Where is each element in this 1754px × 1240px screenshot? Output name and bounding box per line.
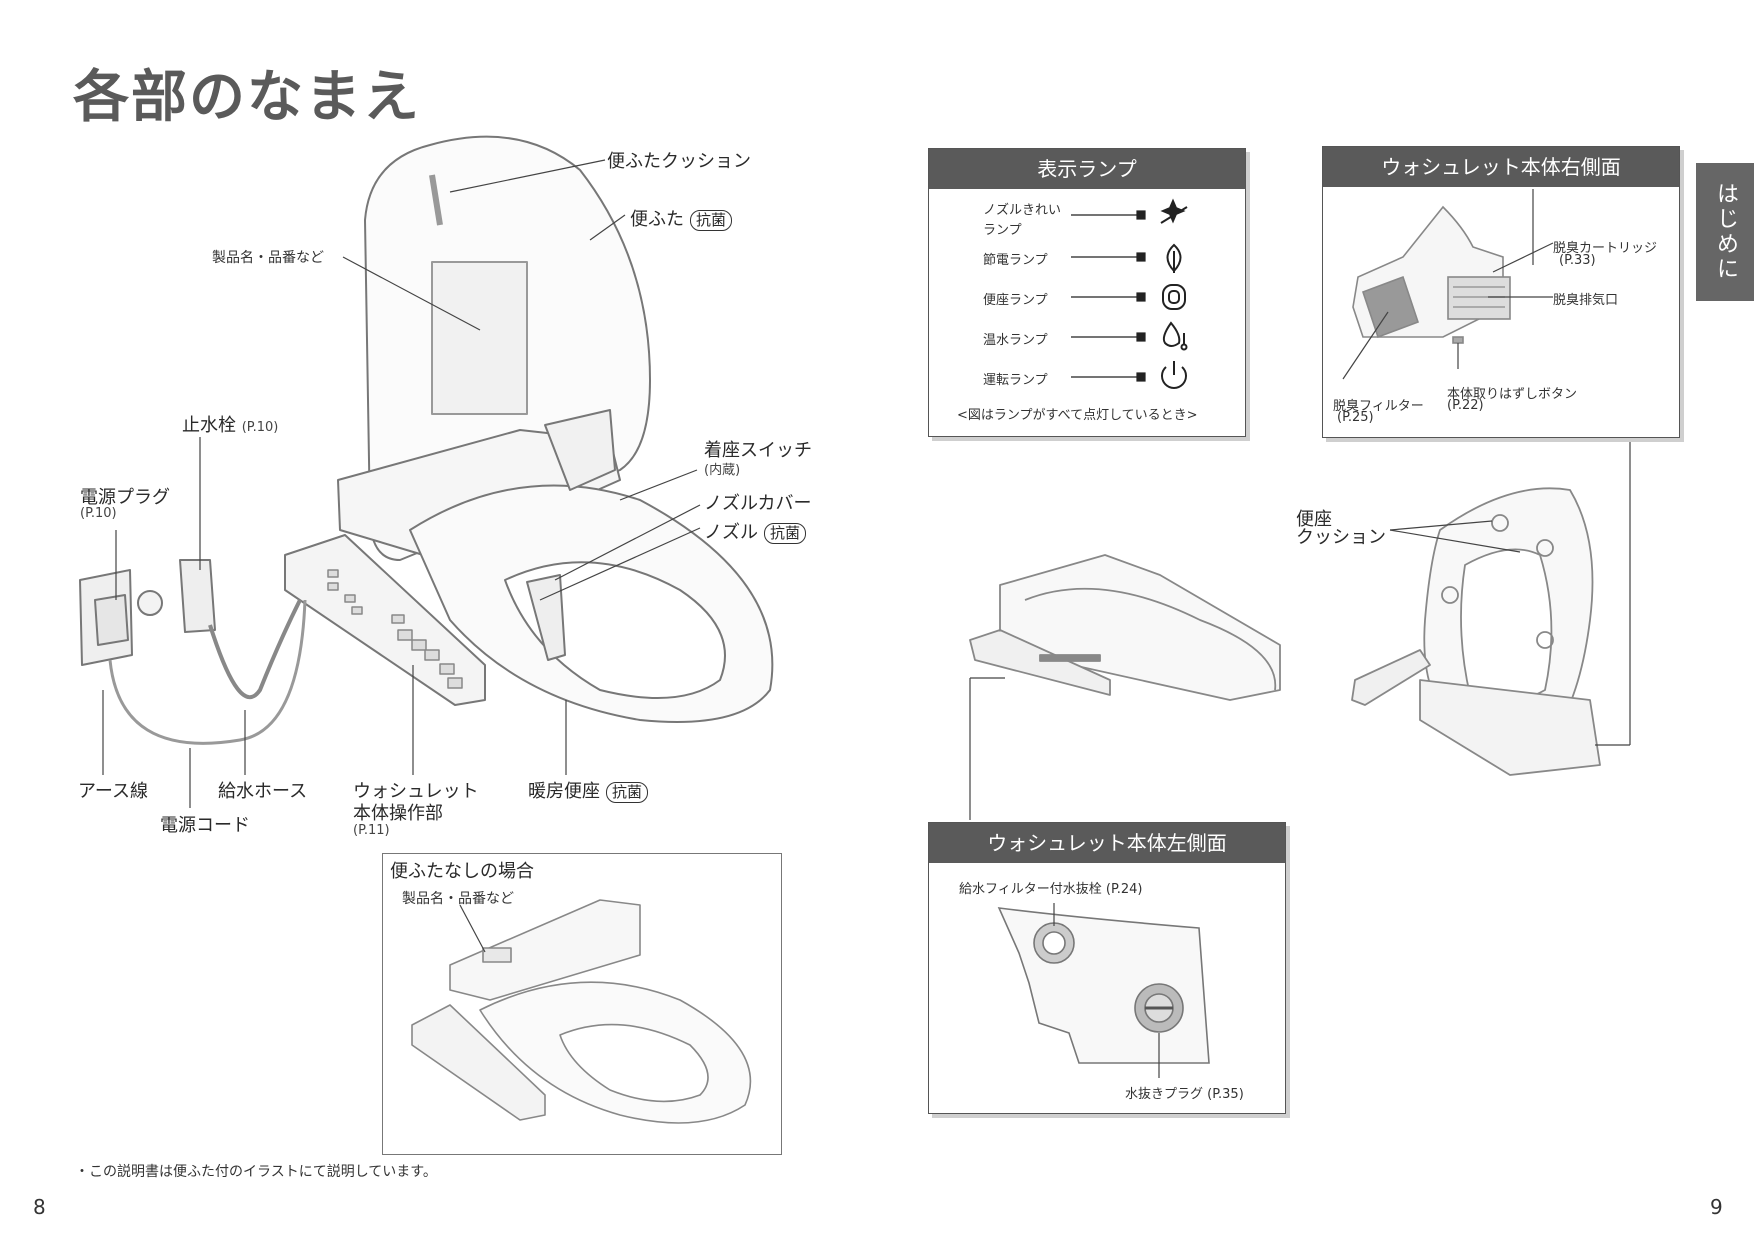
lamp-label-power-save: 節電ランプ xyxy=(983,253,1048,268)
label-seat-switch: 着座スイッチ xyxy=(704,440,812,461)
label-product-name: 製品名・品番など xyxy=(212,250,324,266)
antibacterial-badge: 抗菌 xyxy=(764,523,807,544)
power-icon xyxy=(1161,361,1187,389)
no-lid-product-name: 製品名・品番など xyxy=(402,891,514,907)
sparkle-nozzle-icon xyxy=(1160,198,1188,224)
page-title: 各部のなまえ xyxy=(73,65,421,130)
water-drop-thermometer-icon xyxy=(1162,321,1188,351)
antibacterial-badge: 抗菌 xyxy=(690,210,733,231)
label-lid: 便ふた抗菌 xyxy=(630,205,733,231)
label-drain-plug: 水抜きプラグ (P.35) xyxy=(1125,1087,1244,1102)
label-nozzle-cover: ノズルカバー xyxy=(704,493,812,514)
lamp-indicators xyxy=(1071,198,1188,389)
lamp-label-operation: 運転ランプ xyxy=(983,373,1048,388)
lamp-box-note: <図はランプがすべて点灯しているとき> xyxy=(957,408,1198,423)
deodorizer-illustration xyxy=(1342,189,1554,380)
label-deodor-cartridge: 脱臭カートリッジ xyxy=(1553,241,1658,256)
label-lid-cushion: 便ふたクッション xyxy=(607,151,751,172)
label-power-plug: 電源プラグ xyxy=(80,487,170,508)
label-nozzle-text: ノズル xyxy=(704,522,758,543)
label-seat-cushion: 便座 xyxy=(1296,509,1332,530)
left-side-box-header: ウォシュレット本体左側面 xyxy=(929,823,1285,863)
label-seat-switch-note: (内蔵) xyxy=(704,463,741,478)
footnote: ・この説明書は便ふた付のイラストにて説明しています。 xyxy=(75,1164,437,1180)
label-deodor-cartridge-ref: (P.33) xyxy=(1559,253,1596,268)
right-side-box: ウォシュレット本体右側面 脱臭カートリッジ (P.33) 脱臭排気口 脱臭フィル… xyxy=(1322,146,1680,438)
label-deodor-filter: 脱臭フィルター xyxy=(1333,399,1424,414)
lamp-label-nozzle-clean: ノズルきれい xyxy=(983,203,1062,218)
label-body-control-ref: (P.11) xyxy=(353,823,390,838)
lamp-label-seat: 便座ランプ xyxy=(983,293,1048,308)
label-deodor-filter-ref: (P.25) xyxy=(1337,410,1374,425)
lamp-box-header: 表示ランプ xyxy=(929,149,1245,189)
leaf-icon xyxy=(1166,243,1182,273)
label-power-plug-ref: (P.10) xyxy=(80,506,117,521)
drain-illustration xyxy=(997,903,1210,1078)
label-body-control-2: 本体操作部 xyxy=(353,803,443,824)
section-tab: はじめに xyxy=(1696,163,1754,301)
label-water-valve-text: 止水栓 xyxy=(182,415,236,436)
page-number-right: 9 xyxy=(1710,1195,1723,1219)
indicator-lamp-box: 表示ランプ ノズルきれい ランプ 節電ランプ 便座ランプ 温水ランプ 運転ランプ… xyxy=(928,148,1246,437)
label-heated-seat-text: 暖房便座 xyxy=(528,781,600,802)
label-deodor-exhaust: 脱臭排気口 xyxy=(1553,293,1619,308)
no-lid-title: 便ふたなしの場合 xyxy=(390,861,534,882)
label-nozzle: ノズル抗菌 xyxy=(704,518,807,544)
seat-icon xyxy=(1162,284,1186,310)
antibacterial-badge: 抗菌 xyxy=(606,782,649,803)
label-earth-wire: アース線 xyxy=(78,781,149,802)
label-power-cord: 電源コード xyxy=(160,815,250,836)
label-seat-cushion-2: クッション xyxy=(1296,527,1386,548)
right-side-box-header: ウォシュレット本体右側面 xyxy=(1323,147,1679,187)
label-body-control: ウォシュレット xyxy=(353,781,479,802)
lamp-label-warm-water: 温水ランプ xyxy=(983,333,1048,348)
no-lid-box xyxy=(382,853,782,1155)
left-side-box: ウォシュレット本体左側面 給水フィルター付水抜栓 (P.24) 水抜きプラグ (… xyxy=(928,822,1286,1114)
label-filter-drain: 給水フィルター付水抜栓 (P.24) xyxy=(959,882,1143,897)
page-number-left: 8 xyxy=(33,1195,46,1219)
lamp-label-nozzle-clean-2: ランプ xyxy=(983,223,1022,238)
label-water-valve-ref: (P.10) xyxy=(241,420,279,435)
label-heated-seat: 暖房便座抗菌 xyxy=(528,777,649,803)
label-water-valve: 止水栓 (P.10) xyxy=(182,411,278,437)
label-lid-text: 便ふた xyxy=(630,209,684,230)
label-remove-button-ref: (P.22) xyxy=(1447,398,1484,413)
label-water-hose: 給水ホース xyxy=(218,781,308,802)
label-remove-button: 本体取りはずしボタン xyxy=(1447,387,1578,402)
